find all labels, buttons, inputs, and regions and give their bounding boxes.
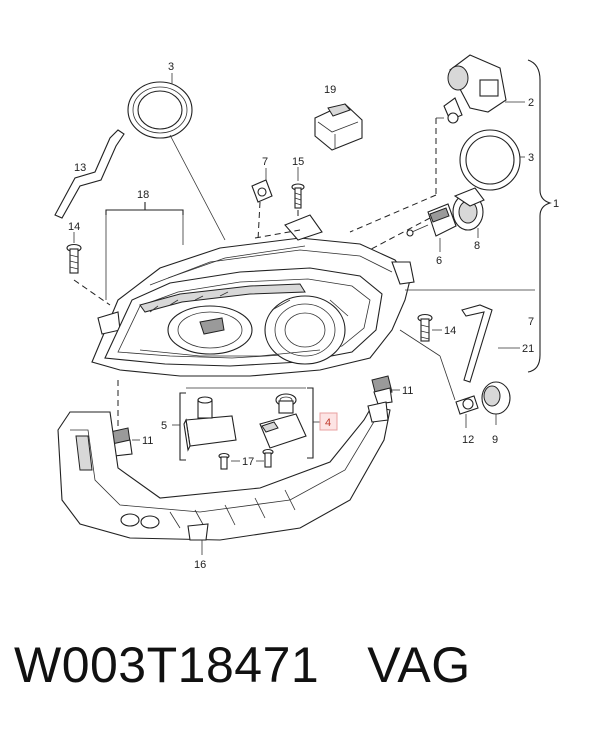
bracket-18 [105,202,184,215]
screw-14-right[interactable] [417,313,433,342]
group-bracket-1 [527,59,552,373]
label-part-11b: 11 [402,385,413,397]
label-part-5: 5 [161,420,167,432]
label-part-2: 2 [528,97,534,109]
label-part-17: 17 [242,456,254,468]
label-part-18: 18 [137,189,149,201]
bracket-5 [179,392,186,461]
ballast-5[interactable] [183,396,237,452]
seal-ring-right[interactable] [459,129,521,191]
label-part-3a: 3 [168,61,174,73]
hose-13[interactable] [54,129,125,219]
connector-19[interactable] [314,103,363,151]
label-part-21: 21 [522,343,534,355]
control-unit-4[interactable] [259,393,307,449]
bracket-4 [307,387,314,459]
label-part-3b: 3 [528,152,534,164]
cap-9[interactable] [481,381,511,415]
part-number: W003T18471 [14,637,320,693]
label-part-15: 15 [292,156,304,168]
label-part-9: 9 [492,434,498,446]
label-part-16: 16 [194,559,206,571]
seal-strip-7[interactable] [461,304,493,383]
clip-11-right[interactable] [371,375,393,405]
label-part-14b: 14 [444,325,456,337]
label-part-12: 12 [462,434,474,446]
adapter-8[interactable] [452,187,485,231]
parts-diagram: 3 19 2 3 13 7 15 18 1 14 8 6 7 14 21 11 … [54,54,559,571]
igniter-6[interactable] [406,203,457,237]
label-part-6: 6 [436,255,442,267]
bulb-2[interactable] [443,54,507,124]
label-part-11a: 11 [142,435,153,447]
label-part-1: 1 [553,198,559,210]
label-part-19: 19 [324,84,336,96]
label-part-14a: 14 [68,221,80,233]
highlight-box-part-4 [319,412,338,431]
mounting-bracket-16[interactable] [57,401,391,541]
screws-17[interactable] [218,448,274,470]
caption: W003T18471 VAG [14,640,471,690]
label-part-13: 13 [74,162,86,174]
headlamp-housing[interactable] [91,214,415,377]
seal-ring-top[interactable] [127,81,193,139]
brand-name: VAG [367,637,471,693]
clip-7[interactable] [251,179,273,203]
screw-15[interactable] [291,183,305,209]
bulb-12[interactable] [455,395,479,415]
label-part-7a: 7 [262,156,268,168]
label-part-8: 8 [474,240,480,252]
label-part-4[interactable]: 4 [325,417,331,429]
label-part-7b: 7 [528,316,534,328]
screw-14-left[interactable] [66,243,82,274]
